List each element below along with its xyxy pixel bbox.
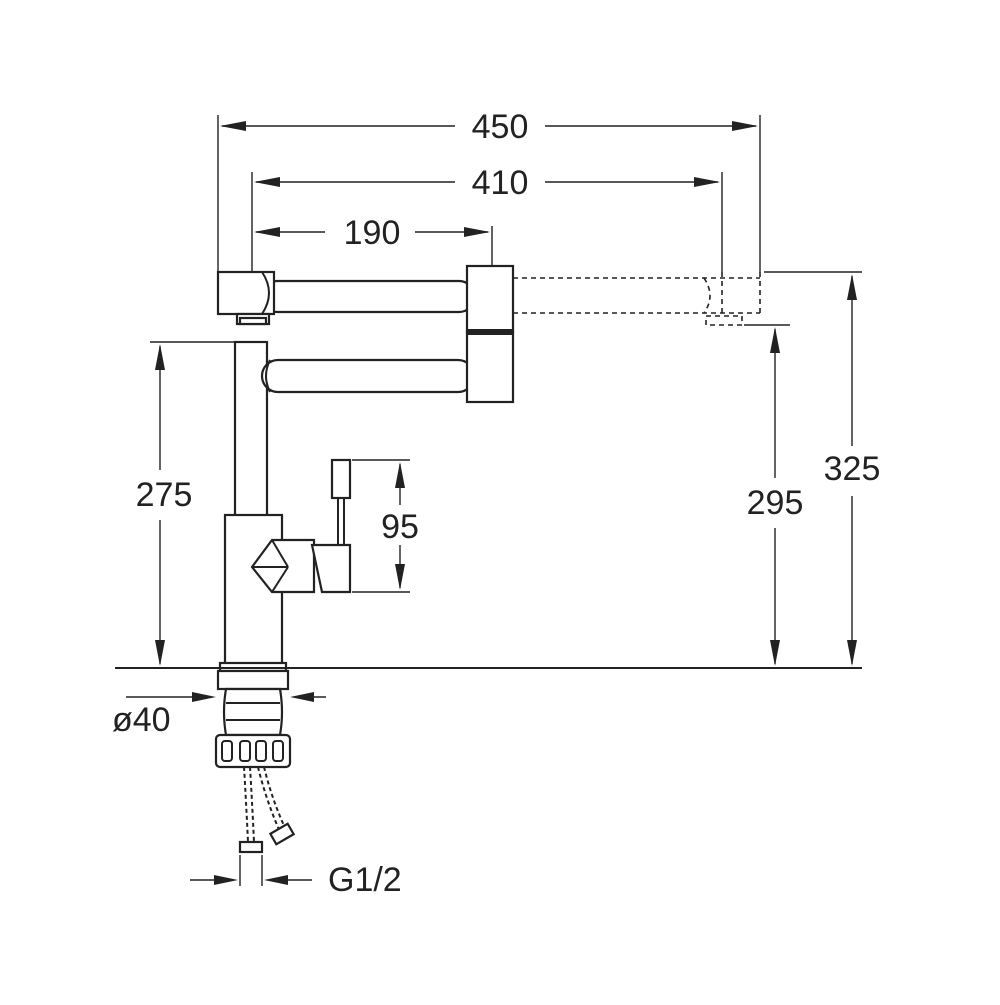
dim-label-95: 95 [381,508,419,546]
swivel-joint-lower [465,330,515,404]
dim-connection: G1/2 [190,855,402,899]
dim-label-410: 410 [472,164,529,202]
hose-fitting-right [268,822,296,846]
hose-right [257,766,281,833]
swivel-joint-upper [465,264,515,334]
mounting-nut [216,669,290,691]
dim-lever-height: 95 [352,459,419,593]
faucet-column [233,340,269,519]
mounting-shank [222,687,284,737]
dim-total-height: 325 [764,271,881,666]
dim-arm-length: 190 [254,214,493,268]
dim-label-190: 190 [344,214,401,252]
dim-column-height: 275 [136,341,234,666]
lever-tip [330,458,352,500]
hose-fitting-left [238,840,264,854]
dim-outer-spout: 410 [251,164,723,272]
dim-label-connection: G1/2 [328,861,402,899]
dim-total-width: 450 [217,108,761,272]
extended-arm-dashed [513,272,761,326]
dim-label-325: 325 [824,450,881,488]
dim-label-275: 275 [136,476,193,514]
dim-label-diameter: ø40 [112,701,171,739]
lever-handle [310,543,352,594]
dim-spout-clearance: 295 [744,324,804,666]
fixing-nut [214,733,292,769]
lower-arm [260,358,476,394]
dim-label-295: 295 [747,484,804,522]
dim-diameter: ø40 [112,692,326,739]
hose-left [243,766,249,843]
upper-arm [260,279,476,314]
faucet-body [214,264,761,854]
dim-label-450: 450 [472,108,529,146]
